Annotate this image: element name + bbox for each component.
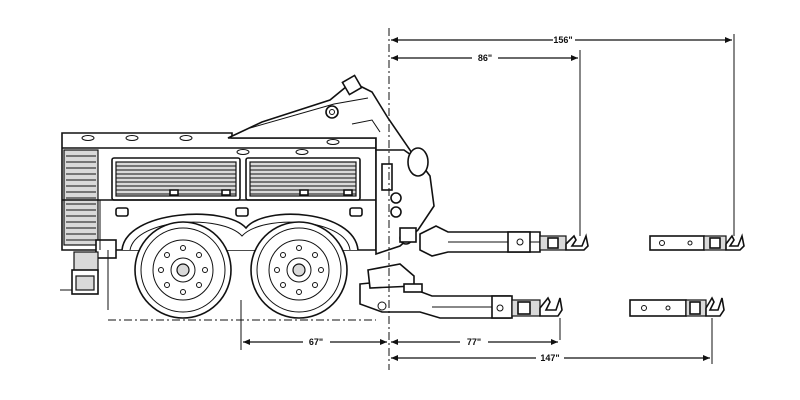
rear-grille	[63, 149, 99, 246]
lower-lift-arm-extended	[629, 296, 725, 317]
dimension-label-147: 147"	[540, 353, 559, 363]
dimension-label-86: 86"	[478, 53, 492, 63]
rear-hitch	[60, 269, 99, 295]
compartment-handles	[115, 207, 363, 217]
compartment-left	[111, 157, 241, 201]
dimension-label-67: 67"	[309, 337, 323, 347]
lower-lift-arm	[359, 263, 563, 319]
marker-lights	[81, 135, 340, 155]
truck-body	[60, 132, 377, 310]
upper-lift-arm	[419, 225, 589, 257]
rear-wheel-2	[250, 221, 348, 319]
dimension-bottom-overall: 147"	[391, 353, 710, 363]
underlift-mast	[375, 147, 435, 256]
reference-lines	[108, 28, 735, 370]
dimension-bottom-mid: 77"	[391, 337, 558, 347]
dimension-label-77: 77"	[467, 337, 481, 347]
dimension-bottom-left: 67"	[243, 337, 387, 347]
compartment-right	[245, 157, 361, 201]
upper-lift-arm-extended	[649, 233, 745, 251]
dimension-top-inner: 86"	[391, 53, 578, 63]
dimension-label-156: 156"	[553, 35, 572, 45]
rear-wheel-1	[134, 221, 232, 319]
dimension-top-overall: 156"	[391, 35, 732, 45]
